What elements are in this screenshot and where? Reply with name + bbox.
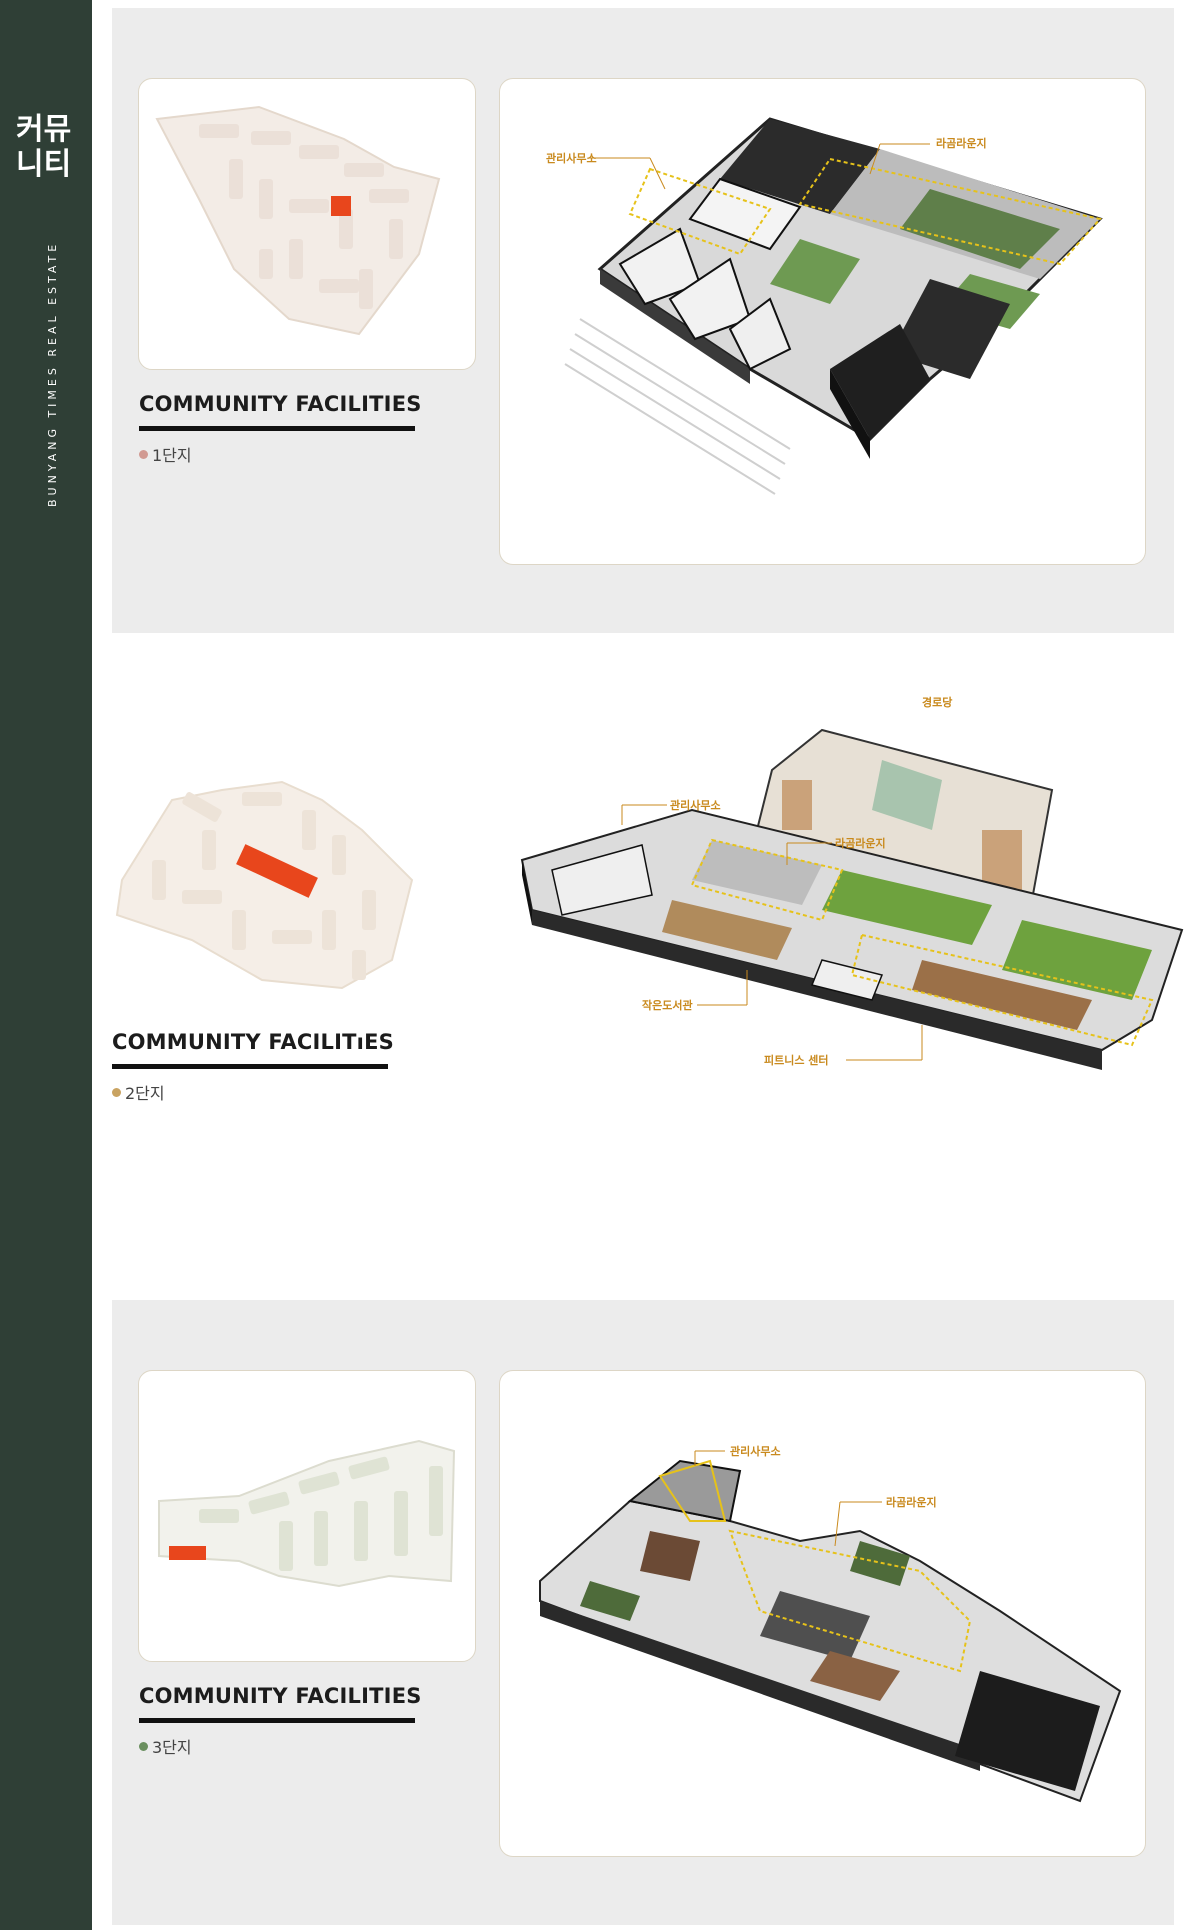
sidebar-title: 커뮤 니티 — [16, 112, 72, 182]
section-2: COMMUNITY FACILITıES 2단지 경로당 관리사무소 라곰라운지… — [112, 650, 1184, 1290]
floorplan-card-3: 관리사무소 라곰라운지 — [499, 1370, 1146, 1857]
heading-rule-2 — [112, 1064, 388, 1069]
callout-management-office-1: 관리사무소 — [546, 151, 597, 165]
facility-marker-1 — [331, 196, 351, 216]
floorplan-1: 관리사무소 라곰라운지 — [546, 117, 1103, 495]
section-3-panel: COMMUNITY FACILITIES 3단지 관리사무소 라곰라운지 — [112, 1300, 1174, 1925]
section-1-panel: COMMUNITY FACILITIES 1단지 — [112, 8, 1174, 633]
complex-label-1: 1단지 — [139, 442, 192, 466]
section-heading-2: COMMUNITY FACILITıES — [112, 1030, 394, 1054]
callout-fitness-center-2: 피트니스 센터 — [764, 1053, 829, 1067]
facility-marker-2 — [236, 844, 318, 898]
complex-dot-3 — [139, 1742, 148, 1751]
complex-label-3: 3단지 — [139, 1734, 192, 1758]
callout-library-2: 작은도서관 — [642, 998, 693, 1012]
site-map-2 — [115, 780, 414, 990]
complex-dot-2 — [112, 1088, 121, 1097]
callout-senior-center-2: 경로당 — [922, 695, 952, 709]
site-map-card-1 — [138, 78, 476, 370]
floorplan-card-1: 관리사무소 라곰라운지 — [499, 78, 1146, 565]
complex-name-1: 1단지 — [152, 446, 192, 465]
floorplan-2: 경로당 관리사무소 라곰라운지 작은도서관 피트니스 센터 — [520, 695, 1184, 1070]
section-heading-1: COMMUNITY FACILITIES — [139, 392, 422, 416]
heading-rule-3 — [139, 1718, 415, 1723]
callout-lounge-3: 라곰라운지 — [886, 1495, 937, 1509]
sidebar-subtitle: BUNYANG TIMES REAL ESTATE — [46, 240, 59, 507]
site-map-card-3 — [138, 1370, 476, 1662]
sidebar: 커뮤 니티 BUNYANG TIMES REAL ESTATE — [0, 0, 92, 1930]
complex-label-2: 2단지 — [112, 1080, 165, 1104]
complex-dot-1 — [139, 450, 148, 459]
site-map-3 — [158, 1439, 456, 1588]
complex-name-2: 2단지 — [125, 1084, 165, 1103]
callout-management-office-2: 관리사무소 — [670, 798, 721, 812]
site-map-1 — [155, 105, 441, 336]
floorplan-3: 관리사무소 라곰라운지 — [539, 1444, 1122, 1803]
callout-lounge-2: 라곰라운지 — [835, 836, 886, 850]
facility-marker-3 — [169, 1546, 206, 1560]
callout-management-office-3: 관리사무소 — [730, 1444, 781, 1458]
callout-lounge-1: 라곰라운지 — [936, 136, 987, 150]
complex-name-3: 3단지 — [152, 1738, 192, 1757]
heading-rule-1 — [139, 426, 415, 431]
section-heading-3: COMMUNITY FACILITIES — [139, 1684, 422, 1708]
